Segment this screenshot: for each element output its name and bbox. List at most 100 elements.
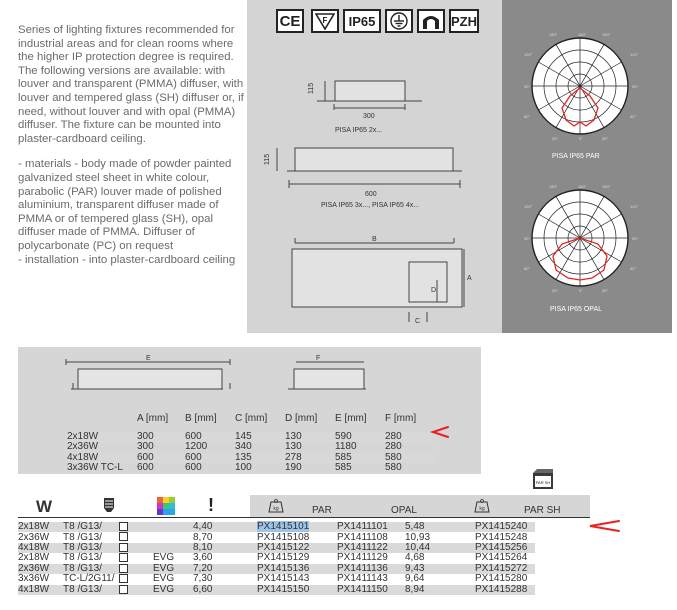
label-b: B xyxy=(372,236,377,243)
warning-icon: ! xyxy=(208,495,214,515)
order-sh-code-cell: PX1415256 xyxy=(475,541,528,553)
order-weight-cell: 7,30 xyxy=(193,573,213,585)
svg-text:90°: 90° xyxy=(524,84,530,89)
svg-text:120°: 120° xyxy=(524,204,533,209)
order-par-code-cell: PX1415143 xyxy=(257,573,310,585)
order-sh-weight-cell: 10,44 xyxy=(405,541,431,553)
header-b: B [mm] xyxy=(185,413,217,424)
header-d: D [mm] xyxy=(285,413,318,424)
checkbox-cell xyxy=(119,532,153,542)
dimension-model-cell: 3x36W TC-L xyxy=(67,461,123,473)
dimension-value-cell: 600 xyxy=(185,452,235,463)
dimension-value-cell: 585 xyxy=(335,461,352,473)
header-par: PAR xyxy=(312,505,332,516)
order-weight-cell: 8,10 xyxy=(193,541,213,553)
header-opal: OPAL xyxy=(391,505,417,516)
label-a: A xyxy=(467,275,472,282)
bullet-materials: - materials - body made of powder painte… xyxy=(18,158,232,252)
order-opal-code-cell: PX1411122 xyxy=(337,541,388,553)
checkbox-cell xyxy=(119,574,153,584)
order-opal-code-cell: PX1411108 xyxy=(337,531,388,543)
polar-diagram-opal xyxy=(531,189,629,287)
order-header-rule xyxy=(18,517,590,518)
svg-text:180°: 180° xyxy=(578,32,587,37)
svg-text:150°: 150° xyxy=(602,32,611,37)
order-sh-code-cell: PX1415280 xyxy=(475,573,528,585)
order-lamp-cell: TC-L/2G11/ xyxy=(63,573,115,585)
order-par-code-cell: PX1415136 xyxy=(257,562,310,574)
order-sh-code-cell: PX1415240 xyxy=(475,521,528,533)
checkbox-icon xyxy=(119,553,128,563)
svg-text:30°: 30° xyxy=(552,136,558,141)
weight-icon-sh: kg xyxy=(474,499,490,518)
polar-diagram-par xyxy=(531,37,629,135)
order-lamp-cell: T8 /G13/ xyxy=(63,531,102,543)
svg-text:30°: 30° xyxy=(602,136,608,141)
order-model-cell: 4x18W xyxy=(18,541,50,553)
order-opal-code-cell: PX1411150 xyxy=(337,583,388,595)
svg-text:150°: 150° xyxy=(602,184,611,189)
svg-text:90°: 90° xyxy=(632,84,638,89)
checkbox-icon xyxy=(119,563,128,573)
order-sh-weight-cell: 4,68 xyxy=(405,552,425,564)
dimension-value-cell: 340 xyxy=(235,441,252,453)
bullet-installation: - installation - into plaster-cardboard … xyxy=(18,253,236,266)
checkbox-icon xyxy=(119,542,128,552)
dimension-value-cell: 280 xyxy=(385,441,402,453)
color-rendering-icon xyxy=(157,497,175,520)
order-lamp-cell: T8 /G13/ xyxy=(63,552,102,564)
order-weight-cell: 6,60 xyxy=(193,583,213,595)
dimensions-table: A [mm] B [mm] C [mm] D [mm] E [mm] F [mm… xyxy=(67,413,435,424)
description-bullets: - materials - body made of powder painte… xyxy=(18,158,248,267)
dimension-model-cell: 2x36W xyxy=(67,441,99,453)
order-model-cell: 2x36W xyxy=(18,562,50,574)
product-description: Series of lighting fixtures recommended … xyxy=(18,24,248,267)
par-sh-badge-icon: PAR SH xyxy=(532,468,554,490)
order-opal-code-cell: PX1411136 xyxy=(337,562,388,574)
svg-text:kg: kg xyxy=(273,506,279,512)
label-c: C xyxy=(415,318,420,325)
order-model-cell: 4x18W xyxy=(18,583,50,595)
order-weight-cell: 7,20 xyxy=(193,562,213,574)
svg-text:60°: 60° xyxy=(524,114,530,119)
dimensions-header-row: A [mm] B [mm] C [mm] D [mm] E [mm] F [mm… xyxy=(67,413,435,424)
header-f: F [mm] xyxy=(385,413,417,424)
f-mark-icon: F xyxy=(311,9,339,33)
order-ballast-cell: EVG xyxy=(153,573,175,585)
svg-text:120°: 120° xyxy=(630,204,639,209)
checkbox-icon xyxy=(119,532,128,542)
annotation-mark-order xyxy=(589,520,620,532)
order-par-code-cell: PX1415129 xyxy=(257,552,310,564)
order-model-cell: 2x18W xyxy=(18,552,50,564)
svg-text:60°: 60° xyxy=(630,114,636,119)
svg-text:120°: 120° xyxy=(630,52,639,57)
dimension-value-cell: 1200 xyxy=(185,441,208,453)
dimension-value-cell: 600 xyxy=(185,431,235,443)
profile-drawings: 115 300 PISA IP65 2x... 115 600 PISA IP6… xyxy=(264,80,472,325)
dimension-model-cell: 4x18W xyxy=(67,452,137,463)
order-par-code-cell: PX1415150 xyxy=(257,583,310,595)
order-ballast-cell: EVG xyxy=(153,552,175,564)
order-header-band xyxy=(250,495,590,517)
order-opal-code-cell: PX1411143 xyxy=(337,573,388,585)
svg-text:30°: 30° xyxy=(602,288,608,293)
dimension-value-cell: 190 xyxy=(285,461,302,473)
dimension-value-cell: 130 xyxy=(285,431,335,443)
order-opal-code-cell: PX1411101 xyxy=(337,521,388,533)
description-paragraph: Series of lighting fixtures recommended … xyxy=(18,24,244,145)
order-model-cell: 2x18W xyxy=(18,521,50,533)
header-par-sh: PAR SH xyxy=(524,505,561,516)
ceiling-mount-icon xyxy=(417,9,445,33)
label-e: E xyxy=(146,355,151,362)
dimension-value-cell: 580 xyxy=(385,461,402,473)
svg-text:150°: 150° xyxy=(549,32,558,37)
order-par-code-cell: PX1415101 xyxy=(257,521,310,533)
annotation-mark-dimensions xyxy=(429,426,449,438)
dimension-value-cell: 135 xyxy=(235,452,285,463)
